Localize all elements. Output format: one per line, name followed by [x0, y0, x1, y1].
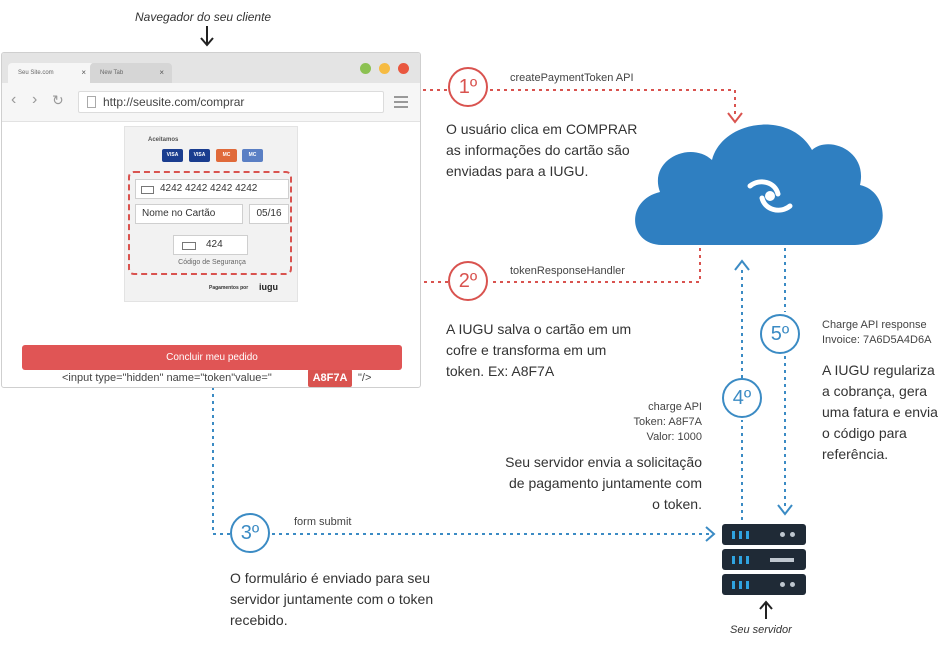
- maestro-card-icon: MC: [242, 149, 263, 162]
- token-badge: A8F7A: [308, 369, 352, 387]
- card-name-field[interactable]: Nome no Cartão: [135, 204, 243, 224]
- page-icon: [87, 96, 96, 108]
- maximize-icon[interactable]: [360, 63, 371, 74]
- close-window-icon[interactable]: [398, 63, 409, 74]
- expiry-field[interactable]: 05/16: [249, 204, 289, 224]
- menu-icon[interactable]: [394, 96, 408, 111]
- credit-card-icon: [141, 186, 154, 194]
- nav-bar: ‹ › ↻ http://seusite.com/comprar: [2, 83, 420, 122]
- card-number-value: 4242 4242 4242 4242: [160, 183, 258, 194]
- visa-electron-card-icon: VISA: [189, 149, 210, 162]
- close-icon[interactable]: ×: [159, 68, 164, 77]
- expiry-value: 05/16: [256, 208, 282, 219]
- cvv-card-icon: [182, 242, 196, 250]
- tab-bar: Seu Site.com × New Tab ×: [2, 53, 420, 83]
- step-2-badge: 2º: [448, 261, 488, 301]
- minimize-icon[interactable]: [379, 63, 390, 74]
- tab-label: Seu Site.com: [18, 70, 54, 76]
- mastercard-icon: MC: [216, 149, 237, 162]
- cvv-value: 424: [206, 239, 223, 250]
- step-3-label: form submit: [294, 516, 352, 528]
- submit-order-button[interactable]: Concluir meu pedido: [22, 345, 402, 370]
- close-icon[interactable]: ×: [81, 68, 86, 77]
- forward-icon[interactable]: ›: [32, 91, 38, 108]
- tab-seu-site[interactable]: Seu Site.com ×: [8, 63, 94, 83]
- black-arrows: [200, 26, 773, 619]
- url-text: http://seusite.com/comprar: [103, 95, 245, 109]
- step-3-badge: 3º: [230, 513, 270, 553]
- hidden-input-prefix: <input type="hidden" name="token"value=": [62, 372, 272, 384]
- cvv-field[interactable]: 424: [173, 235, 248, 255]
- card-name-value: Nome no Cartão: [142, 208, 216, 219]
- browser-window: Seu Site.com × New Tab × ‹ › ↻ http://se…: [1, 52, 421, 388]
- tab-label: New Tab: [100, 70, 124, 76]
- browser-caption: Navegador do seu cliente: [135, 10, 272, 24]
- tab-new-tab[interactable]: New Tab ×: [90, 63, 172, 83]
- step-1-label: createPaymentToken API: [510, 72, 634, 84]
- iugu-logo-icon: [747, 179, 793, 213]
- address-bar[interactable]: http://seusite.com/comprar: [78, 91, 384, 113]
- payment-form: Aceitamos VISA VISA MC MC 4242 4242 4242…: [124, 126, 298, 302]
- step1-line-right: [490, 89, 736, 116]
- back-icon[interactable]: ‹: [11, 91, 17, 108]
- step-4-badge: 4º: [722, 378, 762, 418]
- cvv-label: Código de Segurança: [178, 259, 246, 266]
- accepted-label: Aceitamos: [148, 137, 179, 143]
- powered-by-label: Pagamentos por: [209, 285, 249, 291]
- step-2-label: tokenResponseHandler: [510, 265, 625, 277]
- server-caption: Seu servidor: [730, 624, 792, 636]
- step-5-badge: 5º: [760, 314, 800, 354]
- step-1-badge: 1º: [448, 67, 488, 107]
- hidden-input-suffix: "/>: [358, 372, 372, 384]
- visa-card-icon: VISA: [162, 149, 183, 162]
- step3-line-left: [212, 352, 230, 535]
- iugu-cloud: [635, 124, 883, 245]
- reload-icon[interactable]: ↻: [52, 92, 64, 108]
- blue-arrowheads: [705, 259, 793, 542]
- iugu-logo: iugu: [259, 282, 278, 292]
- card-number-field[interactable]: 4242 4242 4242 4242: [135, 179, 289, 199]
- card-data-highlight: [128, 171, 292, 275]
